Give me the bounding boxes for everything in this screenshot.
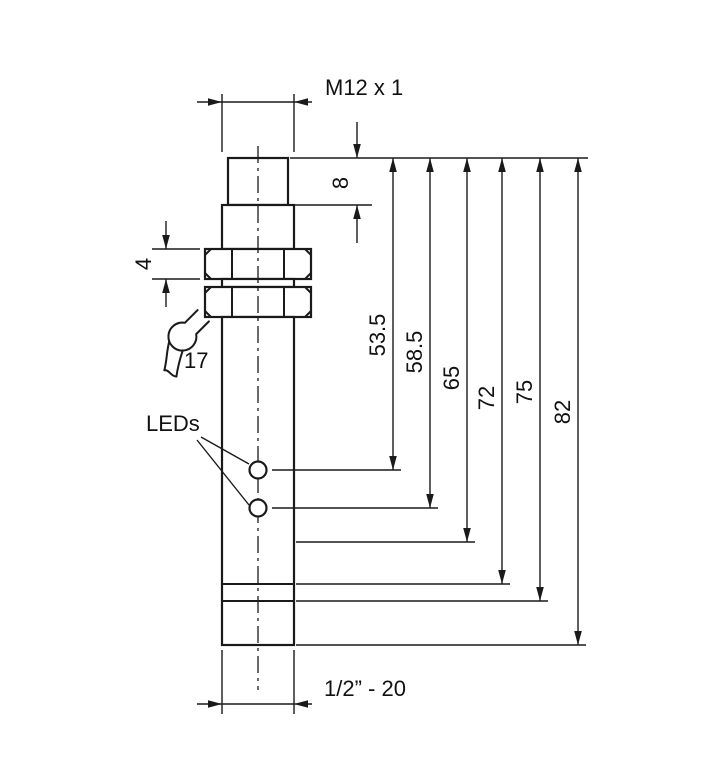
- arrowhead-right: [294, 98, 308, 106]
- wrench-icon: 17: [163, 309, 210, 378]
- top-thread-label: M12 x 1: [325, 75, 403, 100]
- dims-right: 53.5 58.5 65 72: [272, 157, 588, 646]
- connector-length-label: 8: [328, 177, 353, 189]
- led1-leader-line: [200, 436, 250, 465]
- arrowhead-bottom: [353, 205, 361, 219]
- dim-connector-length: 8: [290, 122, 372, 243]
- dim-58-5: 58.5: [272, 158, 438, 509]
- wrench-handle-edge-1: [163, 340, 171, 372]
- arrowhead-top: [536, 158, 544, 172]
- arrowhead-top: [574, 158, 582, 172]
- leds-label: LEDs: [146, 411, 200, 436]
- arrowhead-left: [208, 700, 222, 708]
- arrowhead-top: [389, 158, 397, 172]
- led-indicator-1: [248, 460, 268, 480]
- arrowhead-bottom: [536, 587, 544, 601]
- wrench-size-label: 17: [184, 348, 208, 373]
- arrowhead-bottom: [426, 494, 434, 508]
- arrowhead-bottom: [498, 570, 506, 584]
- wrench-handle-edge-2: [175, 349, 184, 378]
- arrowhead-top: [426, 158, 434, 172]
- dim-53-5: 53.5: [272, 158, 401, 471]
- dim-label-72: 72: [474, 386, 499, 410]
- arrowhead-top: [353, 144, 361, 158]
- dim-label-58-5: 58.5: [402, 331, 427, 374]
- dim-label-53-5: 53.5: [365, 314, 390, 357]
- arrowhead-top: [463, 158, 471, 172]
- arrowhead-top: [162, 235, 170, 249]
- nut-thickness-label: 4: [131, 258, 156, 270]
- arrowhead-bottom: [574, 631, 582, 645]
- nut1-chamfers: [204, 248, 312, 280]
- wrench-jaw: [167, 309, 210, 352]
- leds-callout: LEDs: [146, 411, 268, 518]
- dim-82: 82: [296, 158, 586, 646]
- arrowhead-bottom: [162, 279, 170, 293]
- led2-leader-line: [196, 439, 250, 506]
- arrowhead-right: [294, 700, 308, 708]
- dim-label-82: 82: [550, 400, 575, 424]
- dim-65: 65: [296, 158, 475, 543]
- arrowhead-bottom: [463, 528, 471, 542]
- arrowhead-top: [498, 158, 506, 172]
- nut2-chamfers: [204, 286, 312, 318]
- led-indicator-2: [248, 498, 268, 518]
- arrowhead-bottom: [389, 456, 397, 470]
- arrowhead-left: [208, 98, 222, 106]
- dim-label-75: 75: [512, 380, 537, 404]
- dim-top-thread: M12 x 1: [197, 75, 403, 152]
- dim-bottom-thread: 1/2” - 20: [197, 650, 406, 714]
- bottom-thread-label: 1/2” - 20: [324, 676, 406, 701]
- dim-label-65: 65: [439, 366, 464, 390]
- dim-75: 75: [296, 158, 548, 602]
- dim-72: 72: [296, 158, 510, 585]
- dim-nut-thickness: 4: [131, 221, 200, 307]
- wrench-handle-break: [163, 369, 178, 378]
